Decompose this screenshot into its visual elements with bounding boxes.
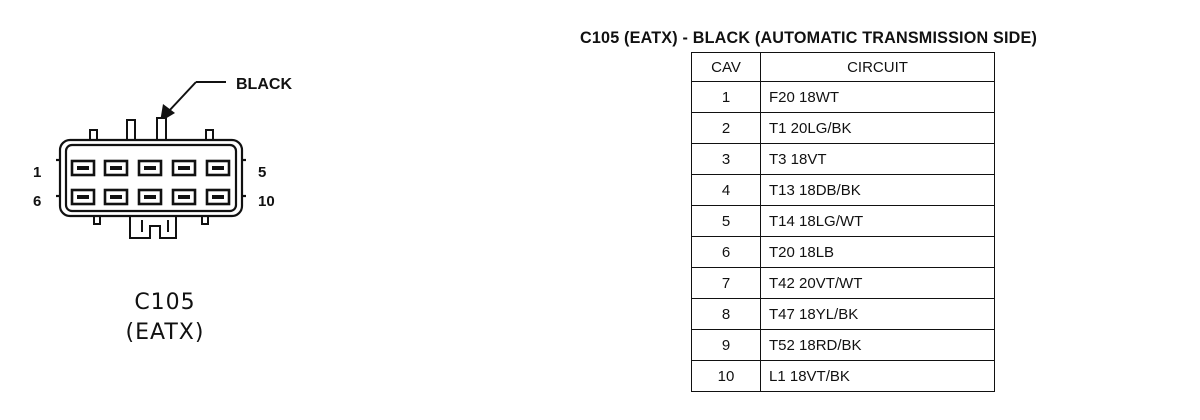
table-row: 1 F20 18WT	[691, 81, 995, 113]
table-row: 10 L1 18VT/BK	[691, 360, 995, 392]
connector-caption-name: (EATX)	[125, 320, 205, 345]
pin-label-5: 5	[258, 164, 266, 181]
circuit-cell: T13 18DB/BK	[760, 174, 995, 206]
circuit-cell: T1 20LG/BK	[760, 112, 995, 144]
cav-cell: 8	[691, 298, 761, 330]
cavity-row-top	[70, 159, 231, 177]
cav-cell: 4	[691, 174, 761, 206]
table-row: 5 T14 18LG/WT	[691, 205, 995, 237]
circuit-cell: T3 18VT	[760, 143, 995, 175]
table-row: 7 T42 20VT/WT	[691, 267, 995, 299]
black-wire-leader	[167, 81, 226, 113]
cav-cell: 6	[691, 236, 761, 268]
pin-label-6: 6	[33, 193, 41, 210]
table-row: 8 T47 18YL/BK	[691, 298, 995, 330]
cav-cell: 3	[691, 143, 761, 175]
cavity-row-bottom-inner	[77, 195, 224, 199]
cav-cell: 1	[691, 81, 761, 113]
pin-label-10: 10	[258, 193, 275, 210]
table-row: 3 T3 18VT	[691, 143, 995, 175]
circuit-cell: T42 20VT/WT	[760, 267, 995, 299]
table-header-row: CAV CIRCUIT	[691, 52, 995, 82]
connector-diagram: BLACK	[33, 76, 292, 239]
cav-cell: 9	[691, 329, 761, 361]
cavity-row-bottom	[70, 188, 231, 206]
cav-cell: 10	[691, 360, 761, 392]
cav-cell: 7	[691, 267, 761, 299]
connector-top-tabs	[89, 117, 214, 141]
cav-cell: 5	[691, 205, 761, 237]
circuit-cell: F20 18WT	[760, 81, 995, 113]
connector-body	[56, 138, 246, 218]
table-row: 9 T52 18RD/BK	[691, 329, 995, 361]
table-row: 2 T1 20LG/BK	[691, 112, 995, 144]
black-wire-label: BLACK	[236, 76, 292, 93]
connector-bottom-latch	[93, 215, 209, 239]
column-header-cav: CAV	[691, 52, 761, 82]
cav-cell: 2	[691, 112, 761, 144]
circuit-cell: T20 18LB	[760, 236, 995, 268]
cavity-row-top-inner	[77, 166, 224, 170]
circuit-cell: T52 18RD/BK	[760, 329, 995, 361]
circuit-table: CAV CIRCUIT 1 F20 18WT 2 T1 20LG/BK 3 T3…	[691, 52, 995, 392]
connector-caption-id: C105	[134, 290, 196, 315]
table-row: 4 T13 18DB/BK	[691, 174, 995, 206]
circuit-cell: L1 18VT/BK	[760, 360, 995, 392]
column-header-circuit: CIRCUIT	[760, 52, 995, 82]
table-title: C105 (EATX) - BLACK (AUTOMATIC TRANSMISS…	[580, 28, 1038, 47]
circuit-cell: T14 18LG/WT	[760, 205, 995, 237]
table-row: 6 T20 18LB	[691, 236, 995, 268]
pin-label-1: 1	[33, 164, 41, 181]
circuit-cell: T47 18YL/BK	[760, 298, 995, 330]
